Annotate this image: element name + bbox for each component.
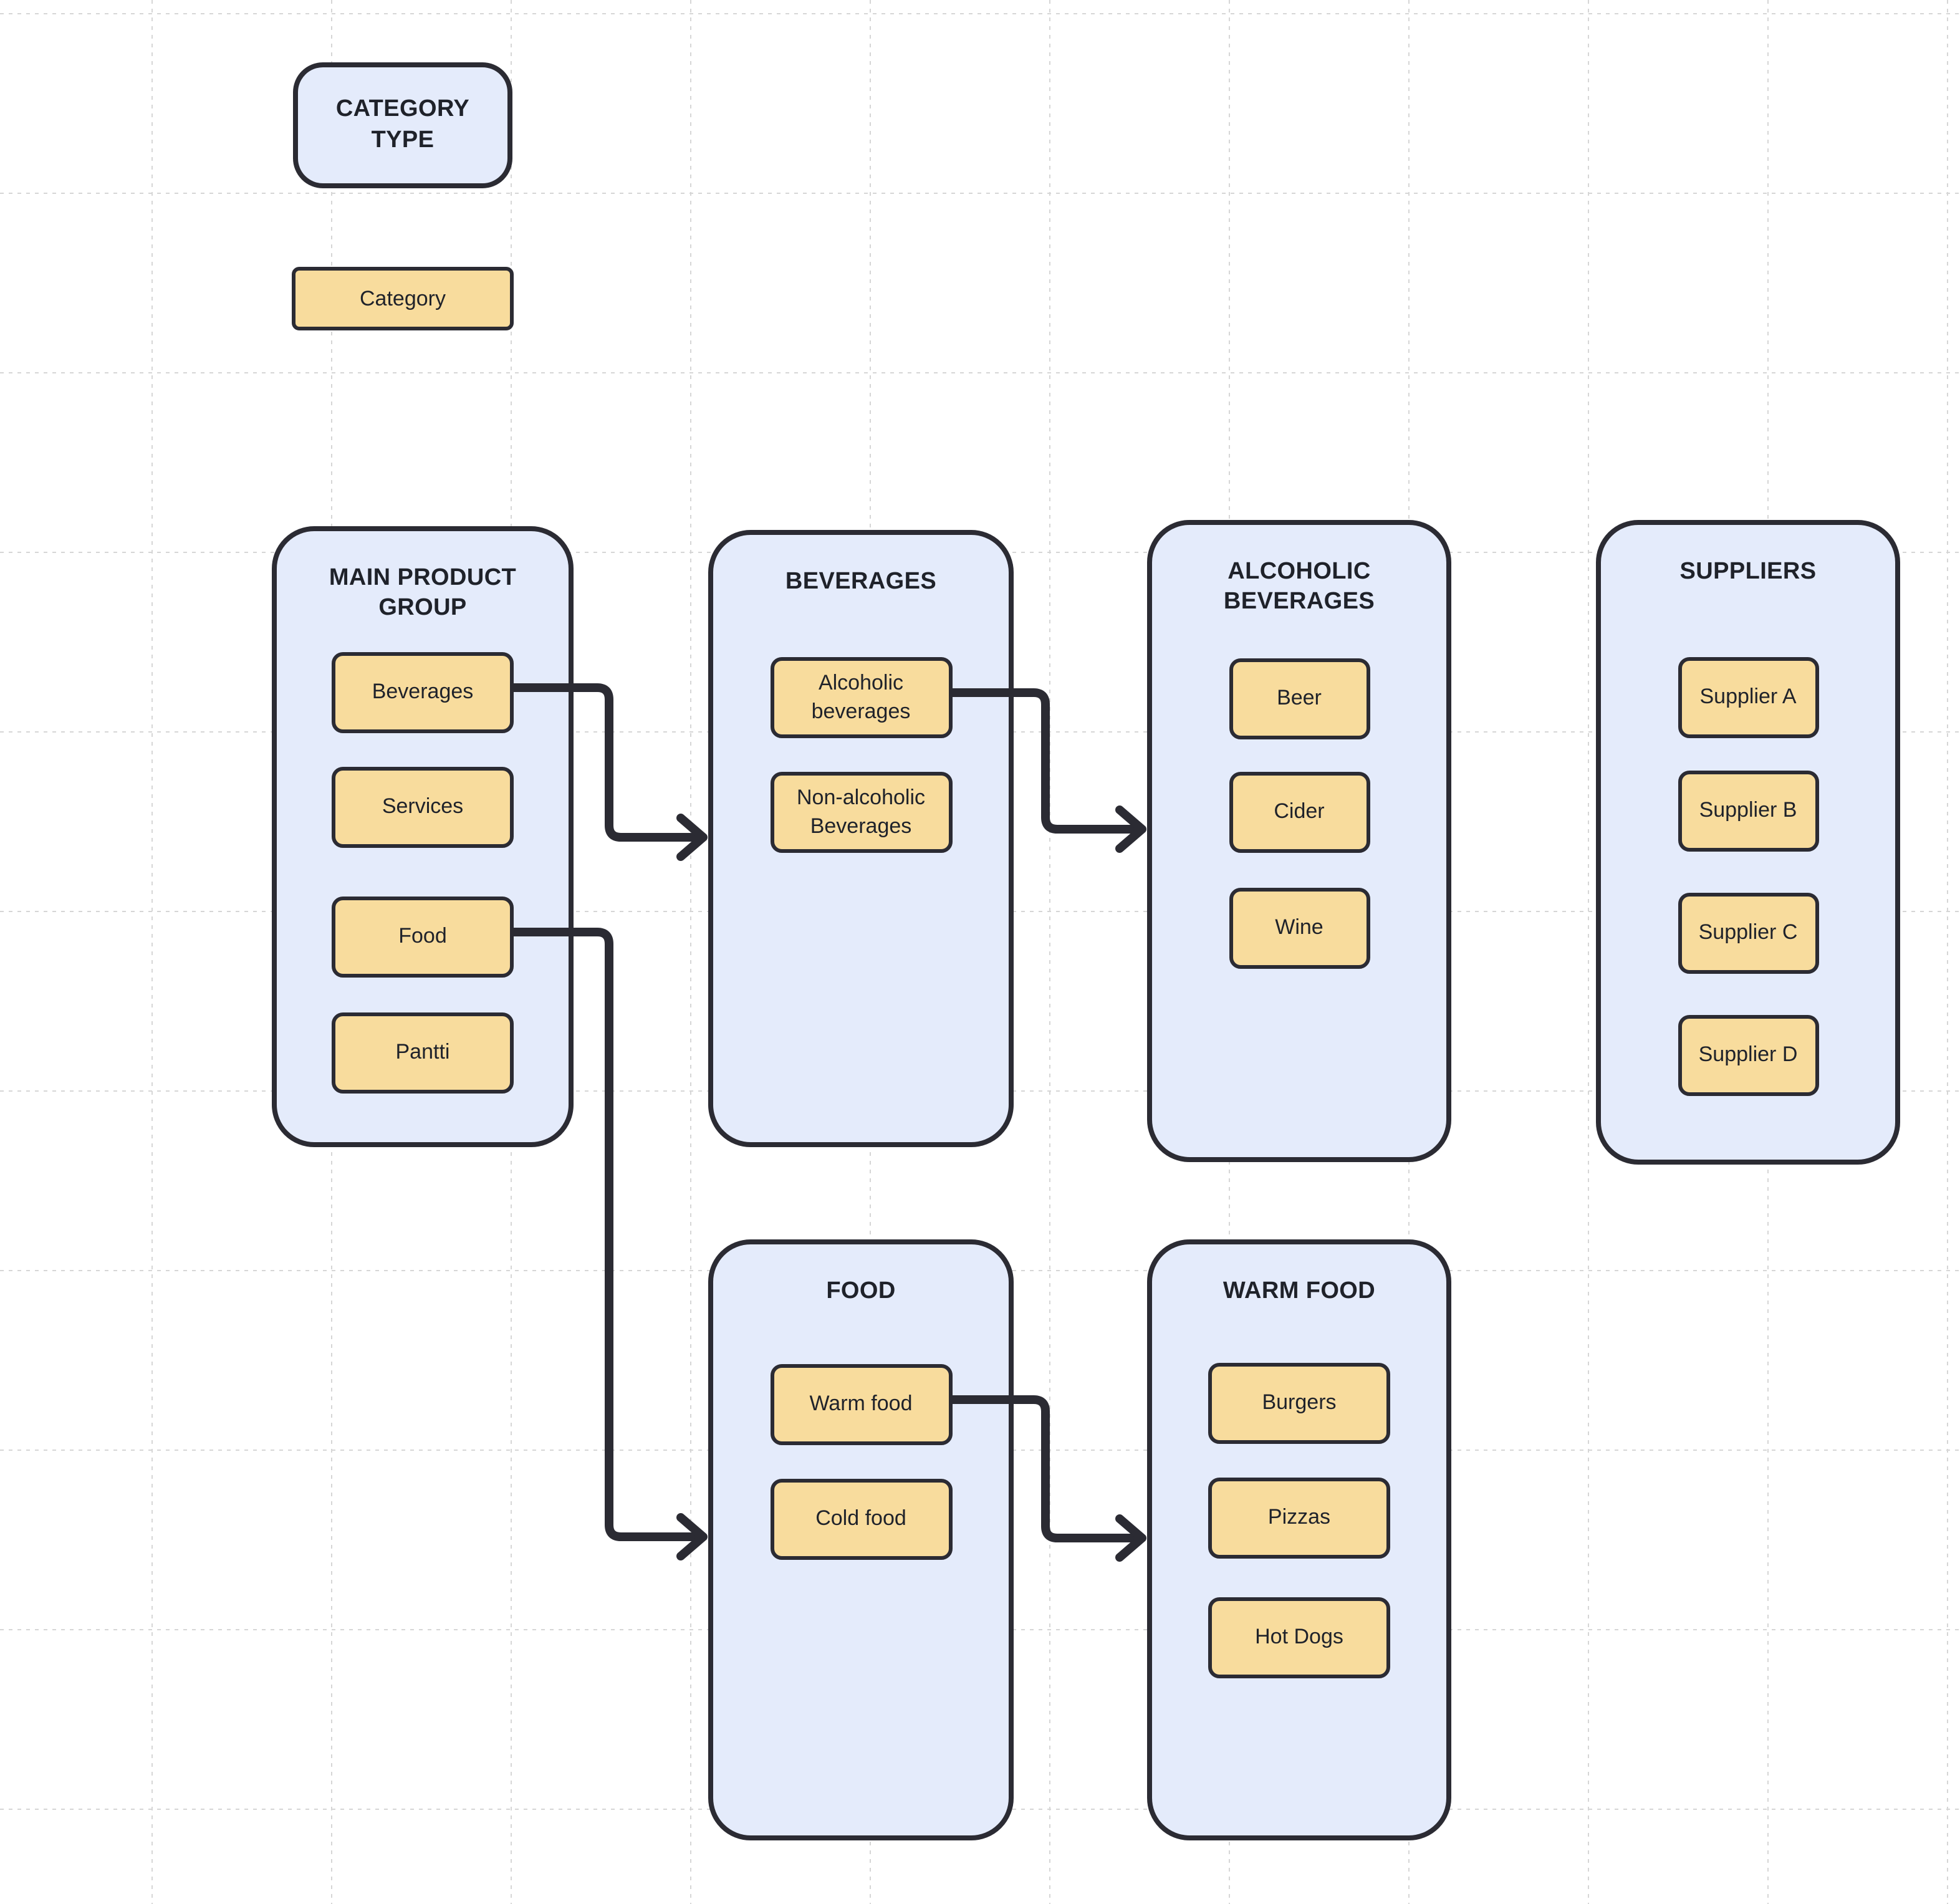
item-supplier-a[interactable]: Supplier A [1678, 657, 1818, 738]
group-title: MAIN PRODUCT GROUP [329, 565, 517, 622]
item-pizzas[interactable]: Pizzas [1208, 1478, 1390, 1559]
item-pantti[interactable]: Pantti [332, 1012, 514, 1094]
legend-category-box[interactable]: Category [292, 267, 514, 330]
item-supplier-d[interactable]: Supplier D [1678, 1015, 1818, 1096]
item-non-alcoholic-beverages[interactable]: Non-alcoholic Beverages [770, 772, 952, 853]
item-beverages[interactable]: Beverages [332, 652, 514, 733]
group-warm-food[interactable]: WARM FOOD Burgers Pizzas Hot Dogs [1147, 1239, 1451, 1840]
item-burgers[interactable]: Burgers [1208, 1363, 1390, 1444]
group-title: BEVERAGES [785, 569, 937, 595]
group-beverages[interactable]: BEVERAGES Alcoholic beverages Non-alcoho… [708, 530, 1014, 1147]
item-wine[interactable]: Wine [1229, 888, 1370, 969]
item-services[interactable]: Services [332, 767, 514, 848]
item-warm-food[interactable]: Warm food [770, 1364, 952, 1445]
group-main-product-group[interactable]: MAIN PRODUCT GROUP Beverages Services Fo… [272, 526, 574, 1147]
group-title: ALCOHOLIC BEVERAGES [1223, 559, 1375, 615]
item-food[interactable]: Food [332, 897, 514, 978]
item-cold-food[interactable]: Cold food [770, 1479, 952, 1560]
item-hot-dogs[interactable]: Hot Dogs [1208, 1597, 1390, 1678]
item-supplier-b[interactable]: Supplier B [1678, 771, 1818, 852]
group-title: SUPPLIERS [1679, 559, 1817, 585]
connector-beverages-to-beverages-group[interactable] [514, 683, 708, 861]
connector-food-to-food-group[interactable] [514, 928, 708, 1560]
item-beer[interactable]: Beer [1229, 658, 1370, 739]
connector-alcoholic-beverages-to-alcoholic-beverages-group[interactable] [953, 688, 1146, 853]
group-title: WARM FOOD [1223, 1278, 1376, 1304]
item-cider[interactable]: Cider [1229, 772, 1370, 853]
item-alcoholic-beverages[interactable]: Alcoholic beverages [770, 657, 952, 738]
item-supplier-c[interactable]: Supplier C [1678, 893, 1818, 974]
group-alcoholic-beverages[interactable]: ALCOHOLIC BEVERAGES Beer Cider Wine [1147, 520, 1451, 1162]
group-suppliers[interactable]: SUPPLIERS Supplier A Supplier B Supplier… [1596, 520, 1900, 1165]
legend-category-type-pill[interactable]: CATEGORY TYPE [293, 62, 512, 188]
group-food[interactable]: FOOD Warm food Cold food [708, 1239, 1014, 1840]
connector-warm-food-to-warm-food-group[interactable] [953, 1395, 1146, 1562]
group-title: FOOD [826, 1278, 896, 1304]
